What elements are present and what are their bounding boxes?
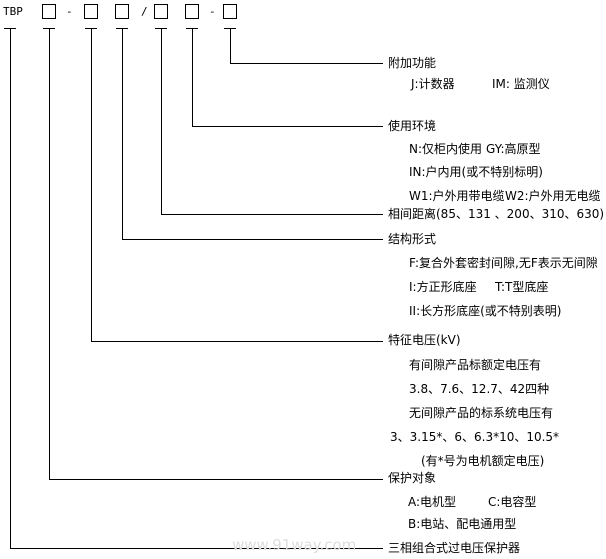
option: T:T型底座 [495,280,549,294]
connector-line [192,126,383,127]
label-phase-distance: 相间距离(85、131 、200、310、630) [388,207,605,221]
connector-line [161,214,383,215]
code-box-structure [115,4,129,19]
option: A:电机型 [408,495,457,509]
code-prefix: TBP [3,5,23,18]
note: (有*号为电机额定电压) [421,454,545,468]
option: I:方正形底座 [409,280,477,294]
connector-line [10,548,383,549]
option: N:仅柜内使用 [409,142,483,156]
watermark: www.91way.com [232,536,357,554]
label-voltage: 特征电压(kV) [388,333,461,347]
code-box-distance [154,4,168,19]
connector-line [49,28,50,479]
option: C:电容型 [488,495,537,509]
option: F:复合外套密封间隙,无F表示无间隙 [409,256,598,270]
code-separator: - [66,5,73,18]
connector-line [122,28,123,239]
code-separator: - [209,5,216,18]
connector-line [122,239,383,240]
option: J:计数器 [411,77,455,91]
option: IM: 监测仪 [492,77,550,91]
label-protected: 保护对象 [388,471,437,485]
code-box-voltage [84,4,98,19]
connector-line [91,341,383,342]
connector-line [49,479,383,480]
note: 有间隙产品标额定电压有 [409,358,542,372]
code-box-protected [42,4,56,19]
code-box-environment [185,4,199,19]
label-product: 三相组合式过电压保护器 [388,541,521,555]
connector-line [161,28,162,214]
connector-line [230,63,383,64]
option: W2:户外用无电缆 [505,189,601,203]
option: GY:高原型 [486,142,541,156]
label-additional: 附加功能 [388,56,437,70]
connector-line [230,28,231,63]
connector-line [91,28,92,341]
label-environment: 使用环境 [388,119,437,133]
note: 3、3.15*、6、6.3*10、10.5* [390,430,560,444]
note: 无间隙产品的标系统电压有 [409,406,554,420]
option: W1:户外用带电缆 [409,189,505,203]
label-structure: 结构形式 [388,232,437,246]
connector-line [10,28,11,548]
code-box-additional [223,4,237,19]
connector-line [192,28,193,126]
code-separator: / [141,5,148,18]
option: II:长方形底座(或不特别表明) [409,304,562,318]
option: IN:户内用(或不特别标明) [409,165,543,179]
note: 3.8、7.6、12.7、42四种 [409,382,550,396]
option: B:电站、配电通用型 [408,517,517,531]
